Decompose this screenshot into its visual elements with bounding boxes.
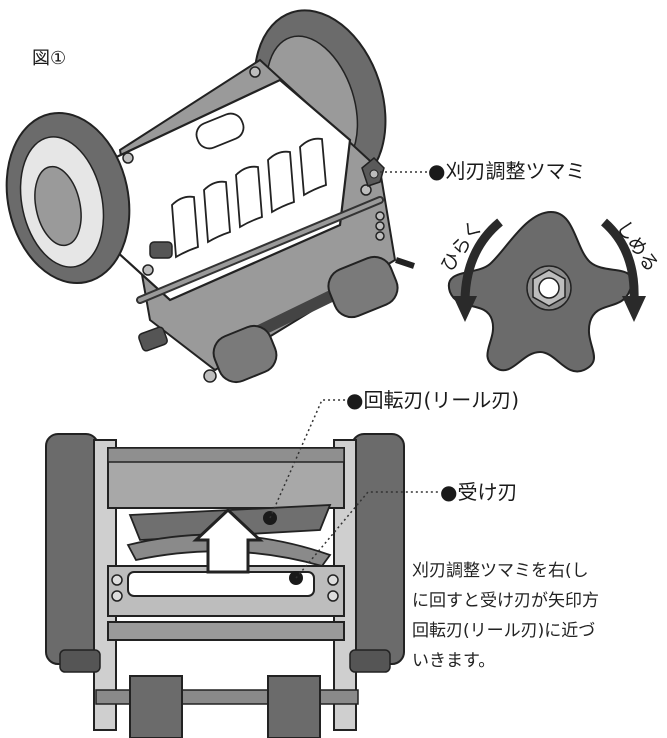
description-line-1: 刈刃調整ツマミを右(し [412, 561, 589, 581]
star-knob-detail [447, 210, 633, 373]
rear-roller [212, 255, 415, 384]
left-wheel [45, 433, 99, 665]
description-line-3: 回転刃(リール刃)に近づ [412, 621, 596, 641]
up-arrow [192, 507, 264, 574]
figure-label: 図① [32, 48, 67, 69]
body-slots [171, 112, 327, 259]
rotation-arrows [453, 218, 646, 322]
bedknife-leader-line [295, 491, 440, 579]
bolts [122, 66, 385, 383]
adjust-knob-on-mower [361, 156, 385, 187]
label-reel-blade: ●回転刃(リール刃) [346, 388, 520, 412]
label-adjust-knob: ●刈刃調整ツマミ [428, 159, 586, 183]
top-mower [5, 9, 415, 384]
description-line-2: に回すと受け刃が矢印方 [412, 591, 599, 611]
bed-knife-highlight [127, 571, 315, 597]
description-text: 刈刃調整ツマミを右(し に回すと受け刃が矢印方 回転刃(リール刃)に近づ いきま… [412, 556, 667, 676]
label-bed-knife: ●受け刃 [440, 480, 518, 504]
bottom-mower [45, 433, 405, 738]
front-wheel [5, 111, 131, 285]
description-line-4: いきます。 [412, 651, 496, 671]
right-wheel [351, 433, 405, 665]
left-knob [138, 241, 173, 352]
